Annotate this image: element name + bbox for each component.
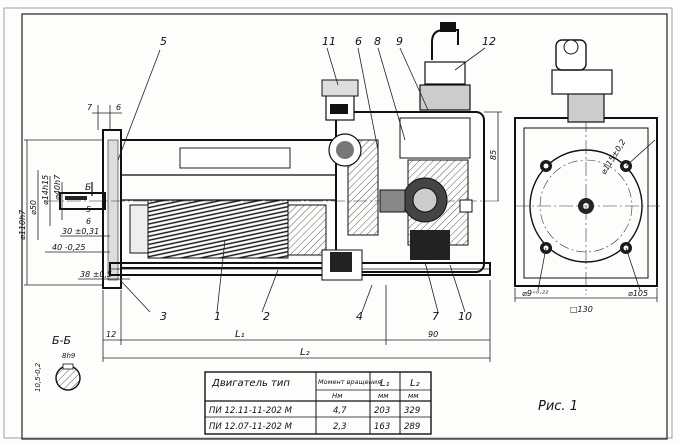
- callout-9: 9: [396, 35, 403, 48]
- dim-40b: 40 -0,25: [52, 243, 85, 252]
- dim-50: ⌀50: [29, 200, 38, 215]
- table-header-l1: L₁: [380, 378, 390, 389]
- output-shaft: [59, 192, 106, 210]
- callout-5-top: 5: [160, 35, 167, 48]
- dim-L1: L₁: [235, 329, 245, 340]
- dim-40: ⌀40h7: [53, 174, 62, 200]
- table-header-l2: L₂: [410, 378, 420, 389]
- stator-winding: [147, 199, 289, 259]
- figure-label: Рис. 1: [538, 399, 578, 414]
- table-row-l2: 289: [404, 422, 420, 432]
- dim-110: ⌀110h7: [18, 209, 27, 240]
- dim-38: 38 ±0,5: [80, 270, 112, 279]
- callout-8: 8: [374, 35, 381, 48]
- callout-6: 6: [355, 35, 362, 48]
- table-row-type: ПИ 12.11-11-202 М: [209, 406, 293, 416]
- callout-leaders: [117, 47, 486, 313]
- dimension-lines: [24, 105, 658, 362]
- table-row-moment: 2,3: [333, 422, 347, 432]
- drawing-frame: [21, 13, 668, 440]
- callout-10: 10: [458, 310, 472, 323]
- callout-2: 2: [263, 310, 270, 323]
- table-text: Двигатель тип Момент вращения L₁ L₂ Нм м…: [209, 378, 420, 432]
- table-unit-moment: Нм: [332, 392, 343, 400]
- callout-11: 11: [322, 35, 336, 48]
- callout-12: 12: [482, 35, 496, 48]
- section-dim-side: 10,5-0,2: [34, 362, 42, 392]
- sheet-border: [3, 7, 673, 439]
- table-row-l1: 203: [374, 406, 390, 416]
- table-row-moment: 4,7: [333, 406, 347, 416]
- callout-3: 3: [160, 310, 167, 323]
- dim-7: 7: [87, 103, 93, 112]
- dim-105: ⌀105: [628, 289, 648, 298]
- section-arrow: Б: [85, 182, 93, 196]
- dim-85: 85: [489, 150, 498, 160]
- connector-12: [424, 61, 466, 85]
- table-unit-l1: мм: [378, 392, 389, 400]
- dim-L2: L₂: [300, 347, 310, 358]
- section-dim-top: 8h9: [62, 352, 76, 360]
- table-row-type: ПИ 12.07-11-202 М: [209, 422, 293, 432]
- dim-90: 90: [428, 330, 438, 339]
- shaft-section: [55, 365, 81, 391]
- dim-45: ⌀14h15: [41, 175, 50, 205]
- dim-6: 6: [116, 103, 121, 112]
- callout-7: 7: [432, 310, 439, 323]
- motor-side-view: [45, 22, 500, 289]
- section-arrow-label: Б: [85, 183, 91, 193]
- end-view-connector: [567, 91, 605, 123]
- dim-130: □130: [570, 305, 593, 314]
- table-header-motor-type: Двигатель тип: [211, 378, 290, 389]
- gearbox-housing: [335, 111, 485, 273]
- motor-end-view: [514, 39, 660, 295]
- spec-table: [204, 371, 432, 435]
- section-bb: Б-Б 8h9 10,5-0,2: [34, 334, 81, 392]
- table-row-l2: 329: [404, 406, 420, 416]
- table-unit-l2: мм: [408, 392, 419, 400]
- dim-5: 5: [86, 205, 91, 214]
- table-row-l1: 163: [374, 422, 390, 432]
- table-header-moment: Момент вращения: [318, 378, 381, 386]
- dim-12: 12: [106, 330, 116, 339]
- callout-4: 4: [356, 310, 363, 323]
- dim-30: 30 ±0,31: [62, 227, 99, 236]
- callout-1: 1: [214, 310, 221, 323]
- callout-labels: 5 11 6 8 9 12 3 1 2 4 7 10: [160, 35, 496, 323]
- dim-6b: 6: [86, 217, 91, 226]
- dim-9: ⌀9⁺⁰·²²: [522, 289, 549, 298]
- section-title: Б-Б: [52, 334, 71, 347]
